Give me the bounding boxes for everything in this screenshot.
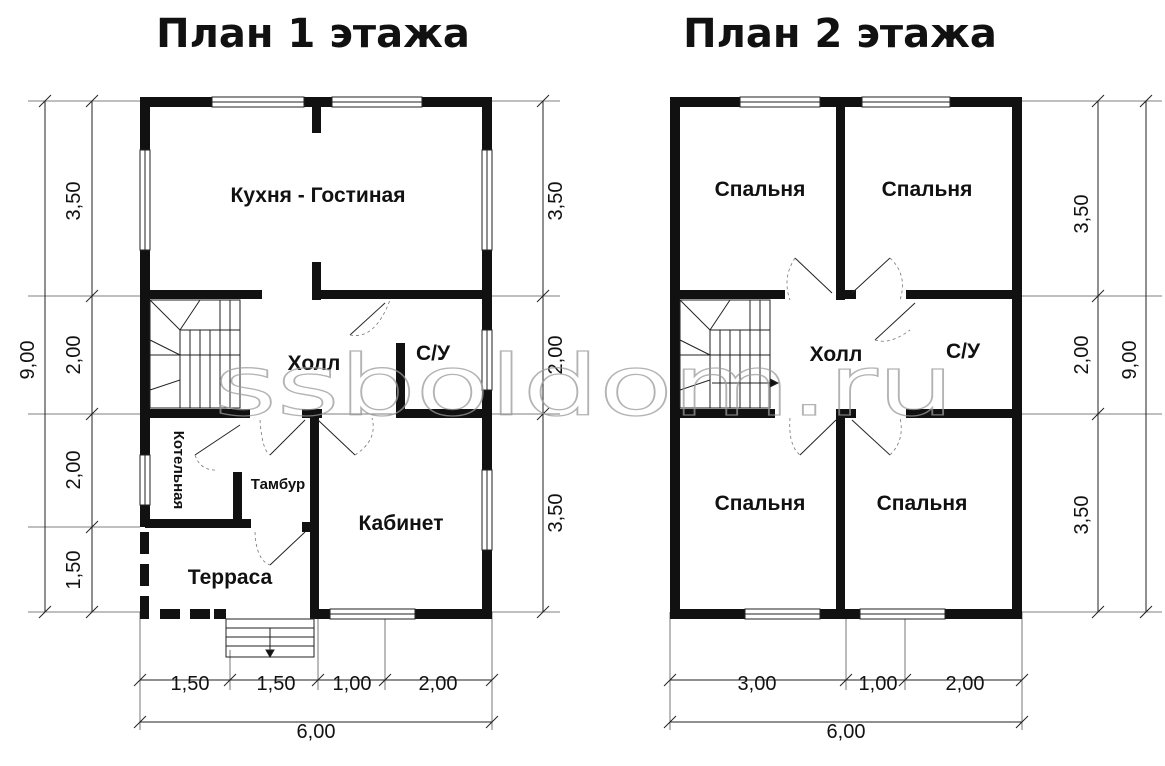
floor-1-dim-left-3: 2,00 — [63, 451, 85, 490]
floor-1-dim-total-bottom: 6,00 — [297, 721, 336, 743]
floor-2-dimension-lines — [663, 94, 1153, 729]
floor-2-room-hall: Холл — [810, 343, 863, 366]
floor-1-entrance-steps — [225, 618, 315, 659]
floor-2-room-bedroom-bottom-right: Спальня — [877, 492, 968, 515]
floor-1-dim-left-1: 3,50 — [63, 182, 85, 221]
floor-1-title: План 1 этажа — [156, 11, 470, 57]
floor-1-plan: Кухня - Гостиная Холл С/У Котельная Тамб… — [17, 94, 567, 743]
floor-1-room-wc: С/У — [416, 342, 451, 365]
floor-1-dim-total-left: 9,00 — [17, 341, 39, 380]
floor-1-room-boiler: Котельная — [170, 431, 187, 510]
floor-2-room-bedroom-top-right: Спальня — [882, 178, 973, 201]
floor-2-dim-bottom-1: 3,00 — [738, 673, 777, 695]
floor-1-dim-left-4: 1,50 — [63, 551, 85, 590]
floor-2-plan: Спальня Спальня Холл С/У Спальня Спальня… — [663, 94, 1162, 743]
floor-1-room-hall: Холл — [288, 352, 341, 375]
floor-2-room-bedroom-bottom-left: Спальня — [715, 492, 806, 515]
floor-2-title: План 2 этажа — [683, 11, 997, 57]
floor-1-windows — [139, 96, 493, 620]
floor-2-walls — [670, 97, 1022, 619]
floor-2-dim-right-3: 3,50 — [1071, 496, 1093, 535]
floor-2-room-bedroom-top-left: Спальня — [715, 178, 806, 201]
floor-1-doors — [194, 299, 391, 566]
floor-1-dim-right-2: 2,00 — [545, 336, 567, 375]
floor-1-room-kitchen: Кухня - Гостиная — [231, 184, 406, 207]
floor-2-dim-total-right: 9,00 — [1119, 341, 1141, 380]
floor-1-room-office: Кабинет — [358, 512, 443, 535]
floor-1-dim-right-1: 3,50 — [545, 182, 567, 221]
floor-2-dim-right-1: 3,50 — [1071, 195, 1093, 234]
floor-1-dim-bottom-4: 2,00 — [419, 673, 458, 695]
floor-1-room-vestibule: Тамбур — [251, 476, 305, 493]
floor-1-dim-bottom-2: 1,50 — [257, 673, 296, 695]
floor-2-doors — [786, 257, 916, 456]
floor-2-staircase — [679, 299, 780, 409]
watermark: ssboldom.ru — [214, 337, 954, 435]
floor-2-dim-total-bottom: 6,00 — [827, 721, 866, 743]
floor-1-staircase — [149, 299, 241, 409]
floor-2-extension-lines — [669, 100, 1162, 730]
floor-1-dim-bottom-1: 1,50 — [171, 673, 210, 695]
floor-1-room-terrace: Терраса — [188, 566, 273, 589]
floor-2-windows — [739, 96, 951, 620]
floor-1-dimension-lines — [38, 94, 550, 729]
floor-2-dim-right-2: 2,00 — [1071, 336, 1093, 375]
floor-1-dim-bottom-3: 1,00 — [333, 673, 372, 695]
floor-1-dim-left-2: 2,00 — [63, 336, 85, 375]
floor-2-room-wc: С/У — [946, 340, 981, 363]
floor-2-dim-bottom-2: 1,00 — [859, 673, 898, 695]
floor-2-dim-bottom-3: 2,00 — [946, 673, 985, 695]
floor-1-dim-right-3: 3,50 — [545, 494, 567, 533]
